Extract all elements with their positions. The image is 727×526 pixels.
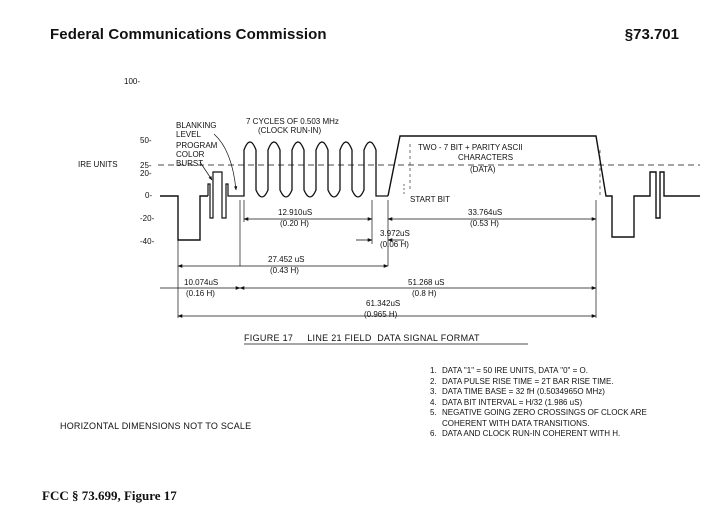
color-burst-label-2: COLOR — [176, 150, 205, 159]
y-tick-20: 20- — [140, 169, 152, 178]
note-item: 1.DATA "1" = 50 IRE UNITS, DATA "0" = O. — [430, 366, 588, 375]
y-tick-0: 0- — [145, 191, 152, 200]
notes-list: 1.DATA "1" = 50 IRE UNITS, DATA "0" = O.… — [430, 366, 680, 440]
scale-note: HORIZONTAL DIMENSIONS NOT TO SCALE — [60, 421, 252, 431]
dim-d7-h: (0.965 H) — [364, 310, 398, 319]
dim-d6-h: (0.8 H) — [412, 289, 437, 298]
clock-runin-label-1: 7 CYCLES OF 0.503 MHz — [246, 117, 339, 126]
y-tick-neg40: -40- — [140, 237, 155, 246]
color-burst-label-1: PROGRAM — [176, 141, 218, 150]
dim-d4-h: (0.43 H) — [270, 266, 299, 275]
dim-d4-value: 27.452 uS — [268, 255, 304, 264]
dim-d5-h: (0.16 H) — [186, 289, 215, 298]
color-burst-arrow — [199, 161, 213, 181]
y-tick-50: 50- — [140, 136, 152, 145]
dim-d3-value: 3.972uS — [380, 229, 410, 238]
note-item: 5.NEGATIVE GOING ZERO CROSSINGS OF CLOCK… — [430, 408, 647, 428]
dim-d3-h: (0.06 H) — [380, 240, 409, 249]
data-envelope — [387, 135, 700, 238]
note-item: 6.DATA AND CLOCK RUN-IN COHERENT WITH H. — [430, 429, 621, 438]
note-item: 4.DATA BIT INTERVAL = H/32 (1.986 uS) — [430, 397, 583, 407]
blanking-level-label-1: BLANKING — [176, 121, 216, 130]
y-axis-label: IRE UNITS — [78, 160, 118, 169]
data-label-2: CHARACTERS — [458, 153, 513, 162]
data-label-1: TWO - 7 BIT + PARITY ASCII — [418, 143, 523, 152]
clock-runin-label-2: (CLOCK RUN-IN) — [258, 126, 321, 135]
dim-d6-value: 51.268 uS — [408, 278, 444, 287]
blanking-level-arrow — [213, 133, 238, 191]
note-item: 2.DATA PULSE RISE TIME = 2T BAR RISE TIM… — [430, 376, 614, 386]
start-bit-label: START BIT — [410, 195, 450, 204]
figure-caption: FIGURE 17 LINE 21 FIELD DATA SIGNAL FORM… — [244, 333, 480, 343]
y-tick-100: 100- — [124, 77, 140, 86]
dim-d1-h: (0.20 H) — [280, 219, 309, 228]
y-tick-neg20: -20- — [140, 214, 155, 223]
dim-d5-value: 10.074uS — [184, 278, 218, 287]
waveform-left-sync — [160, 195, 208, 241]
dim-d1-value: 12.910uS — [278, 208, 312, 217]
note-item: 3.DATA TIME BASE = 32 fH (0.5034965O MHz… — [430, 387, 605, 396]
figure-citation: FCC § 73.699, Figure 17 — [42, 488, 177, 503]
y-tick-25: 25- — [140, 161, 152, 170]
blanking-level-label-2: LEVEL — [176, 130, 201, 139]
header-title: Federal Communications Commission — [50, 26, 327, 43]
color-burst-icon — [207, 171, 240, 219]
dim-d7-value: 61.342uS — [366, 299, 400, 308]
dim-d2-h: (0.53 H) — [470, 219, 499, 228]
data-label-3: (DATA) — [470, 165, 496, 174]
header-section-number: §73.701 — [624, 26, 679, 43]
color-burst-label-3: BURST — [176, 159, 203, 168]
clock-runin-waveform — [240, 141, 388, 198]
dim-d2-value: 33.764uS — [468, 208, 502, 217]
